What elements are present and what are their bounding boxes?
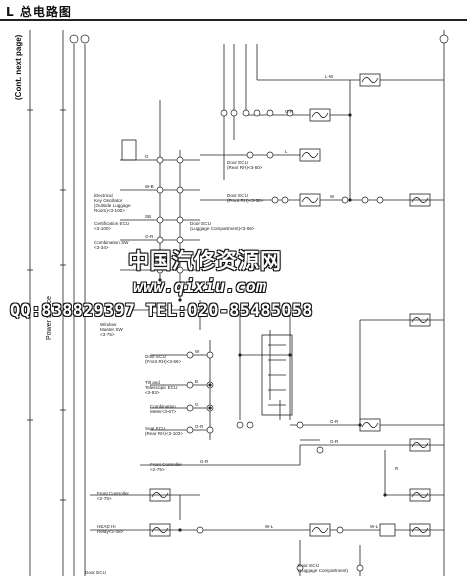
wire-tag: W-B <box>145 184 154 189</box>
page-title: L 总电路图 <box>6 5 72 19</box>
watermark-line2: www.qixiu.com <box>133 277 267 297</box>
wire-tag: G-R <box>285 109 294 114</box>
label-door-ecu-luggage-2: Door ECU(Luggage Compartment) <box>298 563 349 573</box>
label-door-ecu-rear-rh: Door ECU(Rear RH)<3-50> <box>227 160 263 170</box>
label-front-controller-1: Front Controller<2-75> <box>150 462 182 472</box>
wire-tag: R <box>395 466 399 471</box>
label-door-ecu-front-rh: Door ECU(Front RH)<3-56> <box>227 193 264 203</box>
wire-tag: G-R <box>330 419 339 424</box>
wire-tag: G <box>195 402 199 407</box>
wire-tag: G <box>145 154 149 159</box>
wire-tag: W <box>330 194 335 199</box>
title-rule <box>0 19 467 21</box>
wire-tag: L-W <box>325 74 334 79</box>
label-door-ecu-bottom: Door ECU <box>85 570 106 575</box>
wire-tag: W-L <box>265 524 274 529</box>
watermark-line1: 中国汽修资源网 <box>128 249 282 273</box>
wire-tag: G-R <box>200 459 209 464</box>
wire-tag: B <box>195 379 198 384</box>
label-door-ecu-luggage: Door ECU(Luggage Compartment)<3-56> <box>190 221 255 231</box>
wire-tag: W <box>195 349 200 354</box>
watermark-line3: QQ:838829397 TEL:020-85485058 <box>10 301 313 321</box>
label-seat-ecu-rear-rh: Seat ECU(Rear RH)<3-103> <box>145 426 184 436</box>
wire-tag: G-R <box>195 424 204 429</box>
label-front-controller-2: Front Controller<2-75> <box>97 491 129 501</box>
wire-tag: G-R <box>145 234 154 239</box>
label-combination-sw: Combination SW<3-34> <box>94 240 129 250</box>
wire-tag: W-L <box>370 524 379 529</box>
wire-tag: L <box>285 149 288 154</box>
wire-tag: P <box>170 304 173 309</box>
wire-tag: G-R <box>330 439 339 444</box>
label-door-ecu-front-rh-2: Door ECU(Front RH)<3-56> <box>145 354 182 364</box>
wire-tag: SB <box>145 214 151 219</box>
label-certification-ecu: Certification ECU<3-100> <box>94 221 130 231</box>
